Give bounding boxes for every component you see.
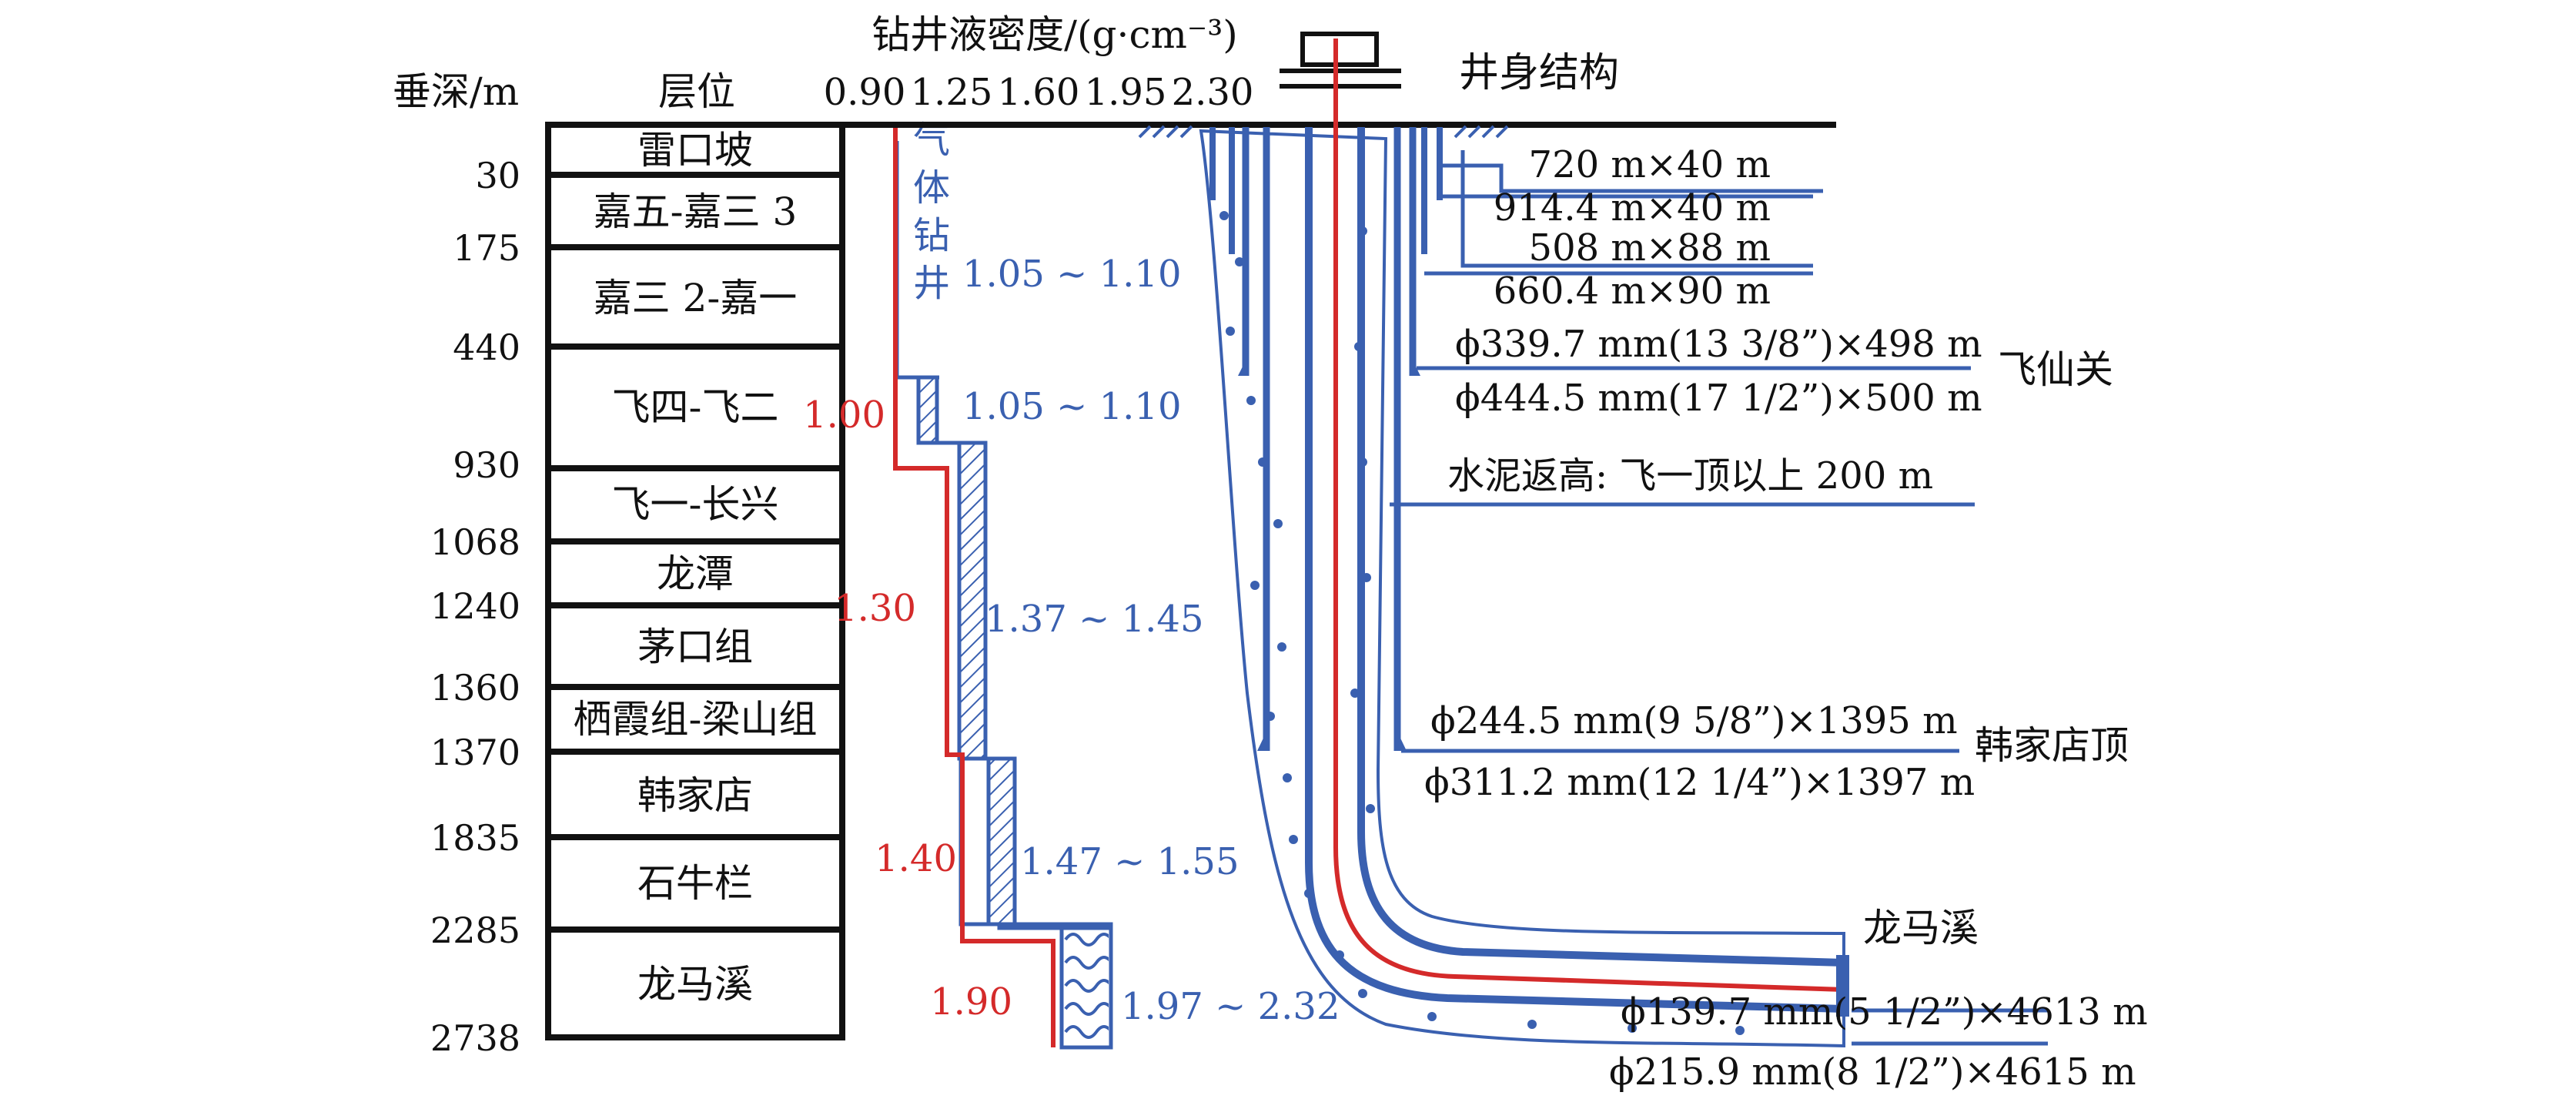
intermediate-formation-label: 韩家店顶 (1975, 723, 2129, 768)
depth-tick: 2738 (430, 1017, 520, 1059)
target-formation-label: 龙马溪 (1863, 906, 1979, 950)
strata-column (545, 122, 845, 1040)
layer-name: 石牛栏 (637, 861, 753, 906)
well-structure-title: 井身结构 (1459, 50, 1619, 96)
horizontal-shoe (1836, 955, 1849, 1017)
layer-name: 嘉五-嘉三 3 (594, 189, 798, 234)
depth-tick: 1360 (430, 667, 520, 709)
density-tick: 1.60 (998, 71, 1080, 114)
ground-hatch (1138, 125, 1509, 139)
actual-density-label: 1.90 (930, 980, 1012, 1024)
production-casing-inner (1357, 127, 1845, 967)
conductor-label: 660.4 m×90 m (1494, 270, 1771, 313)
cement-top-label: 水泥返高: 飞一顶以上 200 m (1447, 454, 1933, 498)
casing-shoes (1238, 360, 1420, 751)
surface-casings (1209, 127, 1443, 751)
density-tick: 2.30 (1172, 71, 1254, 114)
depth-ticks: 30 175 440 930 1068 1240 1360 1370 1835 … (430, 155, 520, 1059)
wellhead-icon (1280, 32, 1401, 89)
depth-tick: 1068 (430, 521, 520, 563)
actual-density-label: 1.40 (875, 837, 957, 880)
layer-name: 龙潭 (657, 551, 734, 596)
depth-tick: 930 (453, 444, 520, 486)
production-hole-label: ϕ215.9 mm(8 1/2”)×4615 m (1609, 1050, 2136, 1094)
surface-hole-label: ϕ444.5 mm(17 1/2”)×500 m (1455, 377, 1982, 420)
production-casing-label: ϕ139.7 mm(5 1/2”)×4613 m (1621, 990, 2148, 1034)
layer-name: 茅口组 (637, 625, 753, 669)
svg-text:体: 体 (913, 166, 950, 209)
density-range: 1.47 ~ 1.55 (1020, 840, 1239, 883)
density-tick: 1.25 (911, 71, 993, 114)
conductor-label: 720 m×40 m (1529, 143, 1771, 186)
conductor-label: 508 m×88 m (1529, 226, 1771, 270)
depth-tick: 1370 (430, 732, 520, 773)
depth-tick: 175 (453, 227, 520, 269)
layer-name: 龙马溪 (637, 962, 753, 1007)
surface-casing-label: ϕ339.7 mm(13 3/8”)×498 m (1455, 323, 1982, 366)
layer-name: 嘉三 2-嘉一 (594, 276, 798, 320)
depth-tick: 440 (453, 327, 520, 368)
density-tick: 0.90 (824, 71, 906, 114)
svg-text:钻: 钻 (913, 214, 950, 257)
layer-names: 雷口坡 嘉五-嘉三 3 嘉三 2-嘉一 飞四-飞二 飞一-长兴 龙潭 茅口组 栖… (574, 128, 818, 1007)
gas-drilling-label: 气 体 钻 井 (913, 119, 950, 305)
layer-column-title: 层位 (658, 69, 735, 114)
actual-density-line (893, 126, 1055, 1047)
leader-lines (1390, 150, 2048, 1046)
density-range: 1.97 ~ 2.32 (1121, 985, 1340, 1028)
actual-density-label: 1.00 (803, 394, 885, 437)
density-range: 1.37 ~ 1.45 (985, 598, 1203, 641)
tubing-string (1333, 39, 1845, 992)
layer-name: 飞一-长兴 (612, 482, 779, 527)
intermediate-hole-label: ϕ311.2 mm(12 1/4”)×1397 m (1424, 761, 1975, 804)
surface-formation-label: 飞仙关 (1998, 347, 2113, 392)
depth-tick: 1240 (430, 585, 520, 627)
depth-axis-title: 垂深/m (393, 69, 519, 114)
layer-name: 雷口坡 (637, 128, 753, 173)
depth-tick: 2285 (430, 910, 520, 951)
production-casing-outer (1305, 127, 1845, 1013)
layer-name: 飞四-飞二 (612, 385, 779, 430)
density-range: 1.05 ~ 1.10 (962, 385, 1181, 428)
layer-name: 韩家店 (637, 773, 753, 818)
conductor-label: 914.4 m×40 m (1494, 186, 1771, 230)
depth-tick: 1835 (430, 817, 520, 859)
density-axis-ticks: 0.90 1.25 1.60 1.95 2.30 (824, 71, 1254, 114)
density-axis-title: 钻井液密度/(g·cm⁻³) (871, 12, 1238, 57)
density-tick: 1.95 (1085, 71, 1167, 114)
actual-density-label: 1.30 (834, 587, 916, 630)
density-range: 1.05 ~ 1.10 (962, 253, 1181, 296)
layer-name: 栖霞组-梁山组 (574, 697, 818, 742)
intermediate-casing-label: ϕ244.5 mm(9 5/8”)×1395 m (1430, 699, 1958, 742)
depth-tick: 30 (475, 155, 520, 196)
svg-text:井: 井 (913, 262, 950, 305)
